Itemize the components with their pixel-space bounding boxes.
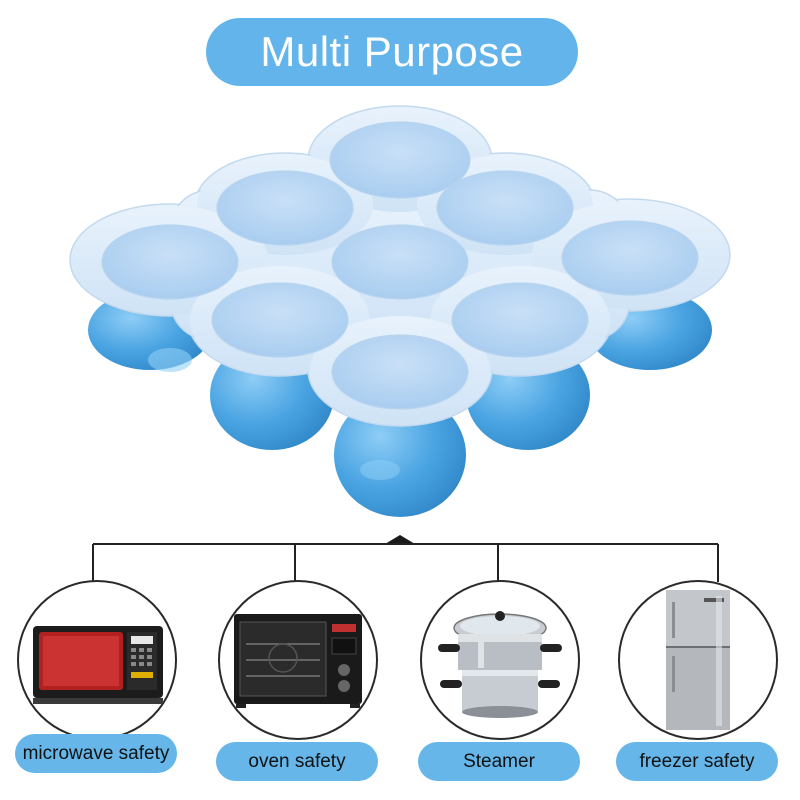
feature-label: freezer safety [616,742,778,781]
feature-label: oven safety [216,742,378,781]
oven-icon [218,580,378,740]
feature-connector-lines [92,535,719,582]
silicone-tray-image [69,105,731,517]
microwave-icon [17,580,177,740]
feature-oven: oven safety [216,580,378,800]
steamer-pot-icon [420,580,580,740]
page-title: Multi Purpose [206,18,578,86]
refrigerator-icon [618,580,778,740]
feature-freezer: freezer safety [616,580,778,800]
feature-label: Steamer [418,742,580,781]
feature-steamer: Steamer [418,580,580,800]
feature-microwave: microwave safety [15,580,177,800]
feature-label: microwave safety [15,734,177,773]
